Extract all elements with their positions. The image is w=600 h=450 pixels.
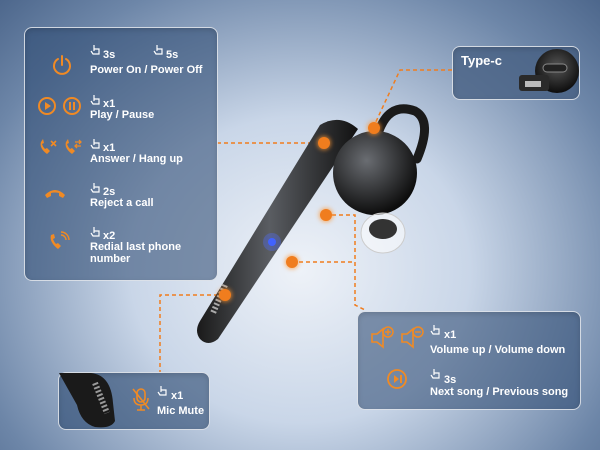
hand-press-icon [90, 95, 100, 105]
charge-port-dot [368, 122, 380, 134]
hand-press-icon [153, 45, 163, 55]
hand-press-icon [157, 386, 167, 396]
phone-redial-icon [50, 231, 70, 249]
hand-press-icon [430, 369, 440, 379]
mic-mute-panel: x1 Mic Mute [58, 372, 210, 430]
answer-press: x1 [103, 142, 116, 154]
volume-label: Volume up / Volume down [430, 344, 566, 356]
hand-press-icon [430, 325, 440, 335]
redial-label-line1: Redial last phone [90, 241, 182, 253]
volume-button-dot [320, 209, 332, 221]
reject-label: Reject a call [90, 197, 154, 209]
controls-panel: 3s 5s Power On / Power Off x1 Play / Pau… [24, 27, 218, 281]
redial-label-line2: number [90, 253, 131, 265]
play-icon [38, 97, 56, 115]
hand-press-icon [90, 45, 100, 55]
volume-press: x1 [444, 329, 457, 341]
power-press-3s: 3s [103, 49, 116, 61]
phone-answer-icon [65, 139, 82, 154]
type-c-panel: Type-c [452, 46, 580, 100]
bluetooth-headset-image [197, 104, 429, 343]
play-press: x1 [103, 98, 116, 110]
reject-press: 2s [103, 186, 116, 198]
mic-mute-label: Mic Mute [157, 405, 205, 417]
power-press-5s: 5s [166, 49, 179, 61]
track-press: 3s [444, 374, 457, 386]
mic-press: x1 [171, 390, 184, 402]
mic-dot [219, 289, 231, 301]
volume-up-icon [371, 326, 394, 349]
power-label: Power On / Power Off [90, 64, 203, 76]
play-pause-label: Play / Pause [90, 109, 155, 121]
volume-down-icon [401, 326, 424, 349]
track-label: Next song / Previous song [430, 386, 569, 398]
next-previous-icon [387, 369, 407, 389]
track-button-dot [286, 256, 298, 268]
pause-icon [63, 97, 81, 115]
volume-track-panel: x1 Volume up / Volume down 3s Next song … [357, 311, 581, 410]
usb-c-port-image [519, 49, 579, 93]
phone-hangup-icon [40, 139, 57, 154]
phone-reject-icon [45, 190, 65, 198]
redial-press: x2 [103, 230, 116, 242]
power-icon [53, 55, 71, 75]
mic-mute-icon [132, 388, 150, 411]
hand-press-icon [90, 227, 100, 237]
answer-hangup-label: Answer / Hang up [90, 153, 183, 165]
hand-press-icon [90, 183, 100, 193]
power-button-dot [318, 137, 330, 149]
type-c-label: Type-c [461, 53, 502, 68]
hand-press-icon [90, 139, 100, 149]
mic-tip-image [59, 373, 115, 428]
